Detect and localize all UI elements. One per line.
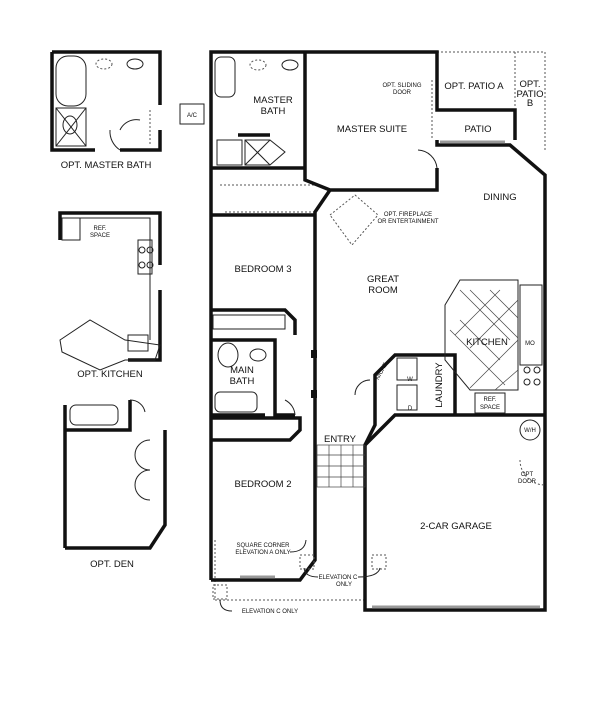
opt-kitchen-plan: REF. SPACE OPT. KITCHEN xyxy=(58,211,162,380)
dryer-label: D xyxy=(408,406,413,412)
entry-tiles xyxy=(316,444,366,488)
ref-space-label: REF. xyxy=(483,397,496,403)
opt-sliding-door-label-2: DOOR xyxy=(393,90,412,96)
washer-label: W xyxy=(407,377,413,383)
opt-patio-b-label-3: B xyxy=(527,98,533,109)
ac-label: A/C xyxy=(187,113,198,119)
opt-den-plan: OPT. DEN xyxy=(63,399,167,570)
opt-den-caption: OPT. DEN xyxy=(90,559,134,570)
opt-patio-b-label: OPT. xyxy=(519,79,540,90)
opt-kitchen-caption: OPT. KITCHEN xyxy=(77,369,143,380)
opt-sliding-door-label: OPT. SLIDING xyxy=(382,83,421,89)
bedroom-2-label: BEDROOM 2 xyxy=(234,479,291,490)
entry-label: ENTRY xyxy=(324,434,357,445)
microwave-label: MO xyxy=(525,341,535,347)
opt-fireplace-label: OPT. FIREPLACE xyxy=(384,212,432,218)
main-bath-label: MAIN xyxy=(230,365,254,376)
opt-fireplace-label-2: OR ENTERTAINMENT xyxy=(377,219,438,225)
opt-kitchen-ref-label: REF. xyxy=(93,226,106,232)
elevation-c-note: ELEVATION C xyxy=(319,575,358,581)
opt-patio-b-label-2: PATIO xyxy=(516,89,543,100)
opt-master-bath-caption: OPT. MASTER BATH xyxy=(61,160,152,171)
opt-kitchen-space-label: SPACE xyxy=(90,233,110,239)
master-suite-label: MASTER SUITE xyxy=(337,124,407,135)
great-room-label-2: ROOM xyxy=(368,285,398,296)
master-bath-label: MASTER xyxy=(253,95,293,106)
water-heater-label: W/H xyxy=(524,428,536,434)
square-corner-note: SQUARE CORNER xyxy=(236,543,290,549)
opt-patio-a-label: OPT. PATIO A xyxy=(444,81,504,92)
ac-unit xyxy=(179,103,205,125)
opt-door-label: OPT xyxy=(521,472,534,478)
kitchen-label: KITCHEN xyxy=(466,337,508,348)
square-corner-note-2: ELEVATION A ONLY xyxy=(235,550,290,556)
dining-label: DINING xyxy=(483,192,516,203)
main-bath-label-2: BATH xyxy=(230,376,255,387)
opt-door-label-2: DOOR xyxy=(518,479,537,485)
garage-label: 2-CAR GARAGE xyxy=(420,521,492,532)
great-room-label: GREAT xyxy=(367,274,399,285)
main-house-plan: A/C xyxy=(179,50,547,615)
elevation-c-note-2: ONLY xyxy=(336,582,352,588)
patio-label: PATIO xyxy=(464,124,491,135)
elevation-c-only-note: ELEVATION C ONLY xyxy=(242,609,298,615)
opt-master-bath-plan: OPT. MASTER BATH xyxy=(50,50,162,171)
ref-space-label-2: SPACE xyxy=(480,405,500,411)
master-bath-label-2: BATH xyxy=(261,106,286,117)
laundry-label: LAUNDRY xyxy=(434,362,445,408)
bedroom-3-label: BEDROOM 3 xyxy=(234,264,291,275)
kitchen-tiles xyxy=(444,279,519,391)
